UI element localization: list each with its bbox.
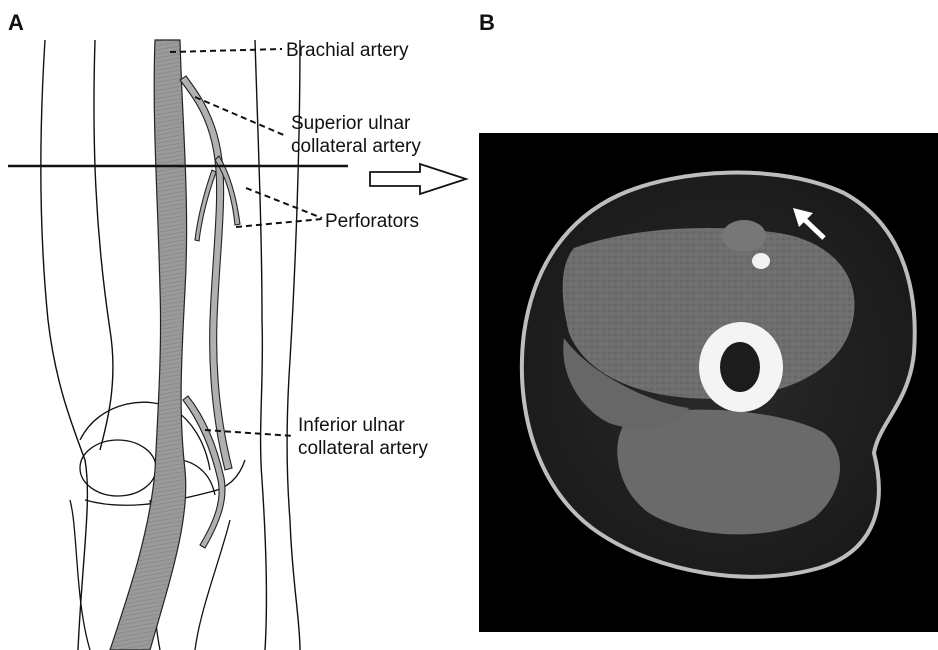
brachial-artery-label: Brachial artery [286, 39, 409, 62]
inferior-ulnar-label: Inferior ulnar collateral artery [298, 414, 428, 460]
vessel-bundle [722, 220, 766, 252]
superior-ulnar-label: Superior ulnar collateral artery [291, 112, 421, 158]
inferior-ulnar-label-line1: Inferior ulnar [298, 414, 428, 437]
inferior-ulnar-label-line2: collateral artery [298, 437, 428, 460]
brachial-artery-vessel [110, 40, 187, 650]
humerus-marrow [720, 342, 760, 392]
ct-scan-image [479, 133, 938, 632]
perforators-label: Perforators [325, 210, 419, 233]
ct-cross-section [479, 133, 938, 632]
superior-ulnar-label-line2: collateral artery [291, 135, 421, 158]
contrast-vessel [752, 253, 770, 269]
superior-ulnar-label-line1: Superior ulnar [291, 112, 421, 135]
superior-ulnar-vessel [180, 76, 240, 470]
hollow-arrow [370, 164, 466, 194]
